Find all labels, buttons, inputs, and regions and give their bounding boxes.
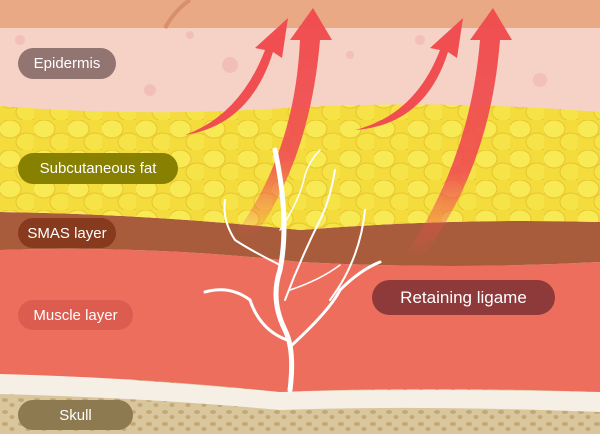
label-retaining-ligament: Retaining ligame (372, 280, 555, 315)
retaining-ligament-illustration (203, 147, 382, 393)
lift-arrows (185, 8, 512, 260)
arrow-icon (355, 18, 463, 130)
arrow-icon (405, 8, 512, 260)
arrow-icon (238, 8, 332, 240)
label-epidermis: Epidermis (18, 48, 116, 79)
periosteum-layer (0, 372, 600, 412)
top-skin-band (0, 0, 600, 28)
arrow-icon (185, 18, 288, 135)
label-skull: Skull (18, 400, 133, 430)
label-muscle-layer: Muscle layer (18, 300, 133, 330)
label-subcutaneous-fat: Subcutaneous fat (18, 153, 178, 184)
smas-layer (0, 212, 600, 266)
label-smas-layer: SMAS layer (18, 218, 116, 248)
